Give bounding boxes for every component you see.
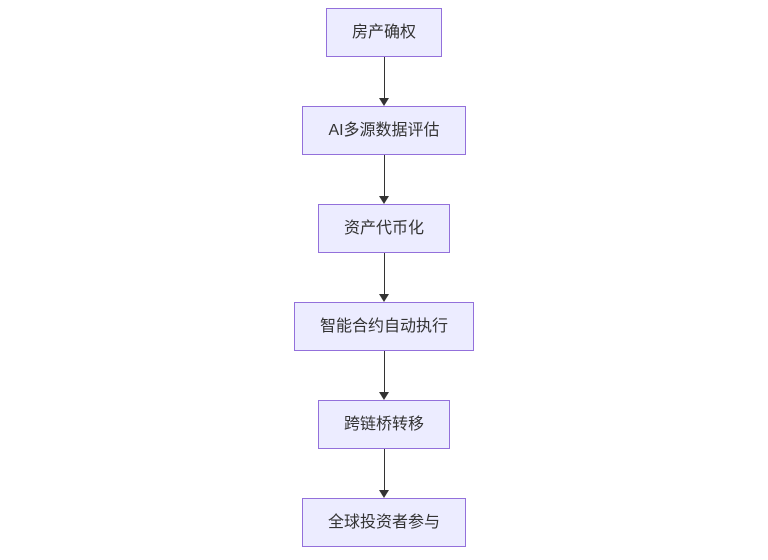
- flowchart: 房产确权 AI多源数据评估资产代币化智能合约自动执行跨链桥转移全球投资者参与: [0, 8, 768, 547]
- flow-node-D: 智能合约自动执行: [293, 302, 474, 351]
- arrow-line: [383, 351, 385, 392]
- arrow-connector: [379, 351, 389, 400]
- flow-node-C: 资产代币化: [317, 204, 450, 253]
- arrow-line: [383, 253, 385, 294]
- flow-node-label: AI多源数据评估: [328, 122, 440, 139]
- arrow-line: [383, 449, 385, 490]
- arrow-connector: [379, 155, 389, 204]
- arrow-connector: [379, 57, 389, 106]
- arrow-connector: [379, 449, 389, 498]
- arrowhead-icon: [379, 490, 389, 498]
- arrowhead-icon: [379, 294, 389, 302]
- flow-node-label: 跨链桥转移: [343, 416, 424, 433]
- arrowhead-icon: [379, 392, 389, 400]
- arrow-line: [383, 155, 385, 196]
- flow-node-E: 跨链桥转移: [317, 400, 450, 449]
- arrow-connector: [379, 253, 389, 302]
- flow-node-label: 资产代币化: [343, 220, 424, 237]
- flow-node-label: 房产确权: [351, 24, 416, 41]
- flow-node-F: 全球投资者参与: [301, 498, 466, 547]
- flow-node-label: 智能合约自动执行: [319, 318, 448, 335]
- arrowhead-icon: [379, 196, 389, 204]
- flow-node-label: 全球投资者参与: [327, 514, 440, 531]
- arrowhead-icon: [379, 98, 389, 106]
- arrow-line: [383, 57, 385, 98]
- flow-node-B: AI多源数据评估: [302, 106, 466, 155]
- flow-node-A: 房产确权: [325, 8, 442, 57]
